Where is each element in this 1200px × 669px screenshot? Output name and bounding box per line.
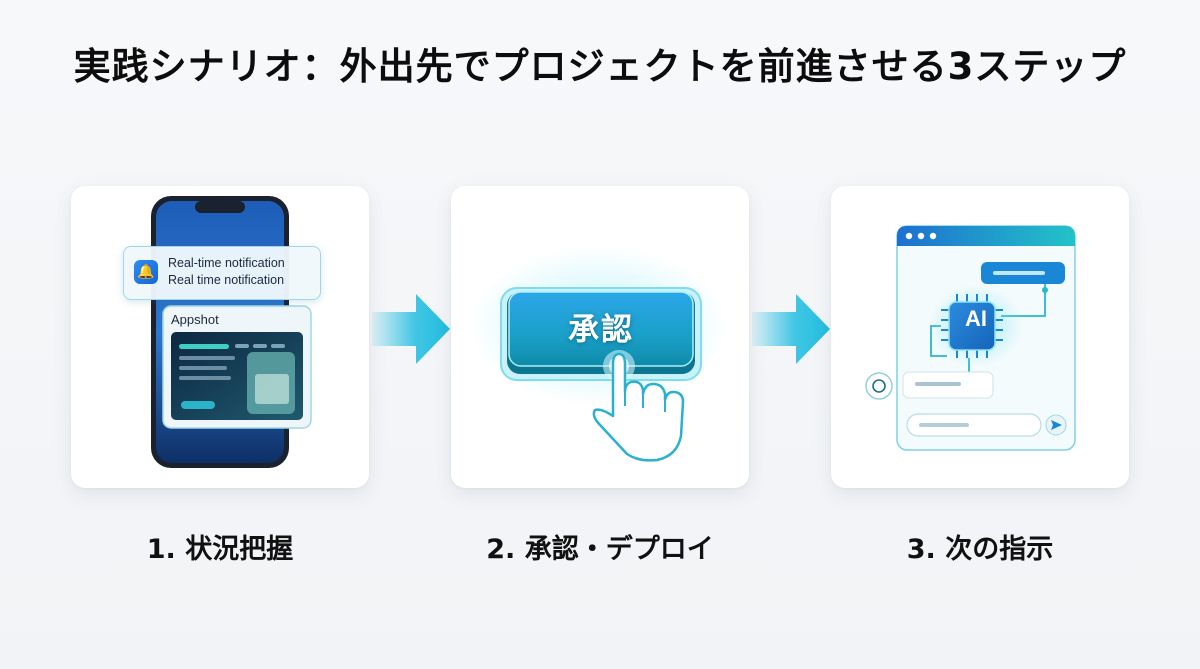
notification-line-2: Real time notification xyxy=(168,273,285,287)
step-card-1: 🔔 Real-time notification Real time notif… xyxy=(71,186,369,488)
assistant-avatar xyxy=(865,372,893,400)
window-dot-icon xyxy=(929,232,937,240)
arrow-right-icon xyxy=(752,294,830,364)
step-label-3: 3. 次の指示 xyxy=(906,534,1054,565)
window-dot-icon xyxy=(905,232,913,240)
chat-input xyxy=(906,413,1042,437)
notification-line-1: Real-time notification xyxy=(168,256,285,270)
appshot-label: Appshot xyxy=(171,312,219,327)
step-label-1: 1. 状況把握 xyxy=(146,534,294,565)
step-card-3: AI xyxy=(831,186,1129,488)
arrow-right-icon xyxy=(372,294,450,364)
phone-notch xyxy=(195,201,245,213)
approve-button-illustration xyxy=(469,246,729,462)
ai-chip-icon xyxy=(948,301,996,351)
approve-button-face xyxy=(508,291,694,367)
window-titlebar xyxy=(897,226,1075,246)
notification-popup[interactable]: 🔔 Real-time notification Real time notif… xyxy=(123,246,321,300)
page-title: 実践シナリオ：外出先でプロジェクトを前進させる3ステップ xyxy=(73,45,1127,88)
ai-chat-illustration xyxy=(865,225,1076,451)
step-card-2: 承認 xyxy=(451,186,749,488)
bell-icon: 🔔 xyxy=(134,260,158,284)
ai-chip-label: AI xyxy=(965,306,987,331)
approve-button[interactable]: 承認 xyxy=(568,312,634,348)
step-label-2: 2. 承認・デプロイ xyxy=(486,534,714,565)
window-dot-icon xyxy=(917,232,925,240)
phone-illustration xyxy=(151,196,312,468)
